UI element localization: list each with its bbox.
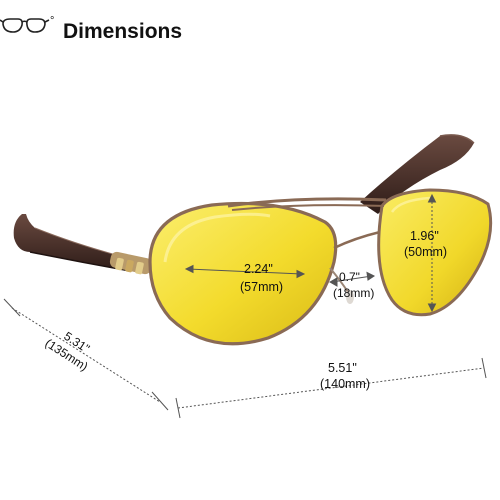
page-title: Dimensions	[63, 20, 182, 43]
bridge	[227, 197, 387, 250]
lens-width-line	[187, 268, 303, 275]
dimension-lines	[3, 193, 487, 419]
hinge	[109, 251, 153, 275]
bridge-width-line	[331, 275, 373, 283]
temple-length-line	[11, 307, 161, 403]
lens-width-mm: (57mm)	[240, 280, 283, 294]
back-temple-arm	[360, 134, 475, 214]
lens-height-mm: (50mm)	[404, 245, 447, 259]
bridge-inch: 0.7"	[339, 270, 360, 284]
lens-width-inch: 2.24"	[244, 262, 273, 276]
frame-width-line	[177, 367, 485, 409]
bridge-mm: (18mm)	[333, 286, 374, 300]
front-temple-arm	[13, 214, 153, 275]
left-lens	[148, 201, 338, 346]
frame-width-inch: 5.51"	[328, 361, 357, 375]
frame-width-mm: (140mm)	[320, 377, 370, 391]
header: ° Dimensions	[0, 15, 182, 43]
right-lens	[377, 188, 493, 317]
glasses-icon	[0, 18, 50, 33]
degree-symbol: °	[50, 15, 54, 27]
nose-pads	[329, 267, 354, 304]
lens-height-inch: 1.96"	[410, 229, 439, 243]
